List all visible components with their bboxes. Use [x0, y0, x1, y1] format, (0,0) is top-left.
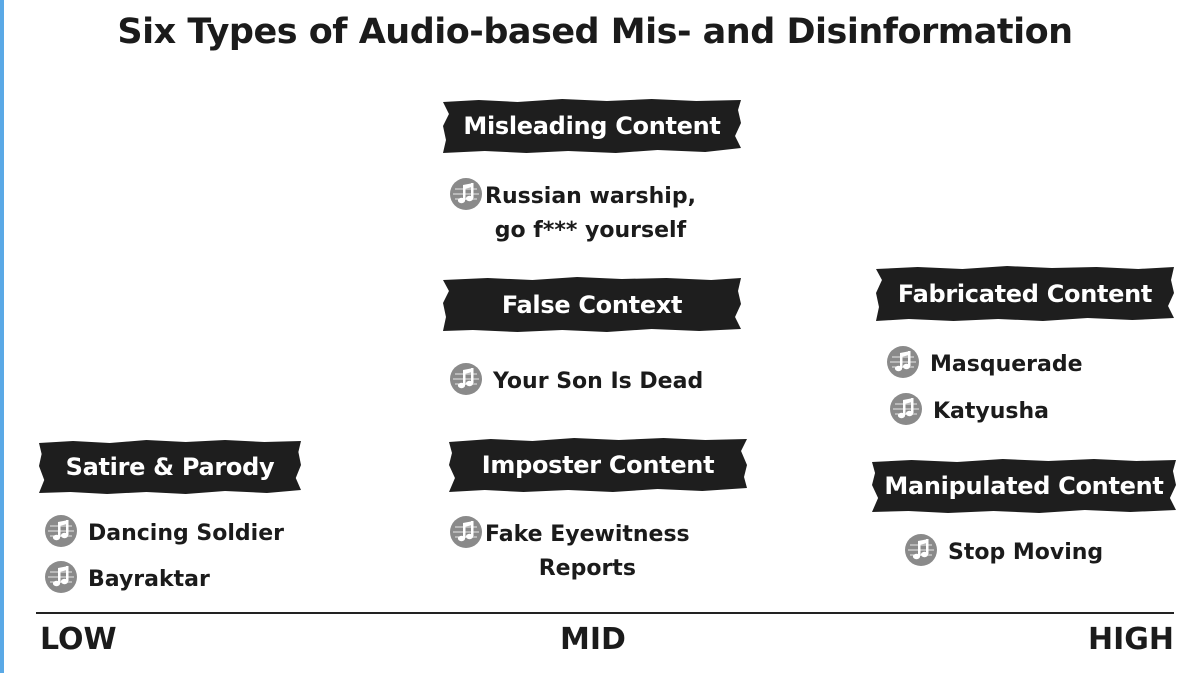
brush-stroke-background	[876, 266, 1174, 321]
music-note-icon	[45, 561, 77, 593]
category-satire-parody: Satire & Parody	[39, 439, 301, 495]
category-label: False Context	[501, 291, 683, 319]
scale-axis-line	[36, 612, 1174, 614]
category-false-context: False Context	[443, 277, 741, 333]
brush-stroke-background	[443, 277, 741, 332]
audio-item: Your Son Is Dead	[449, 363, 704, 399]
category-manipulated-content: Manipulated Content	[872, 458, 1176, 514]
music-note-icon	[887, 346, 919, 378]
audio-item: Stop Moving	[904, 534, 1104, 570]
music-note-icon	[450, 516, 482, 548]
category-label: Fabricated Content	[897, 280, 1153, 308]
item-text: Katyusha	[933, 399, 1050, 424]
diagram-title: Six Types of Audio-based Mis- and Disinf…	[117, 12, 1073, 52]
audio-item: Russian warship, go f*** yourself	[449, 178, 696, 248]
item-text: Russian warship, go f*** yourself	[485, 184, 696, 243]
category-fabricated-content: Fabricated Content	[876, 266, 1174, 322]
category-label: Manipulated Content	[884, 472, 1164, 500]
category-misleading-content: Misleading Content	[443, 98, 741, 154]
item-text: Bayraktar	[88, 567, 210, 592]
category-label: Imposter Content	[481, 451, 715, 479]
item-text: Fake Eyewitness Reports	[485, 522, 690, 581]
music-note-icon	[450, 178, 482, 210]
item-text: Your Son Is Dead	[493, 369, 704, 394]
brush-stroke-background	[449, 438, 747, 492]
audio-item: Bayraktar	[44, 561, 210, 597]
left-edge-stripe	[0, 0, 4, 673]
audio-item: Dancing Soldier	[44, 515, 284, 551]
axis-label-high: HIGH	[1087, 622, 1174, 657]
category-imposter-content: Imposter Content	[449, 437, 747, 493]
axis-label-low: LOW	[40, 622, 117, 657]
item-text: Stop Moving	[948, 540, 1104, 565]
category-label: Satire & Parody	[65, 453, 275, 481]
axis-label-mid: MID	[560, 622, 626, 657]
audio-item: Fake Eyewitness Reports	[449, 516, 690, 586]
brush-stroke-background	[39, 440, 301, 494]
brush-stroke-background	[443, 99, 741, 153]
audio-item: Masquerade	[886, 346, 1083, 382]
music-note-icon	[450, 363, 482, 395]
music-note-icon	[890, 393, 922, 425]
audio-item: Katyusha	[889, 393, 1050, 429]
brush-stroke-background	[872, 459, 1176, 513]
music-note-icon	[905, 534, 937, 566]
category-label: Misleading Content	[463, 112, 721, 140]
item-text: Masquerade	[930, 352, 1083, 377]
item-text: Dancing Soldier	[88, 521, 284, 546]
music-note-icon	[45, 515, 77, 547]
